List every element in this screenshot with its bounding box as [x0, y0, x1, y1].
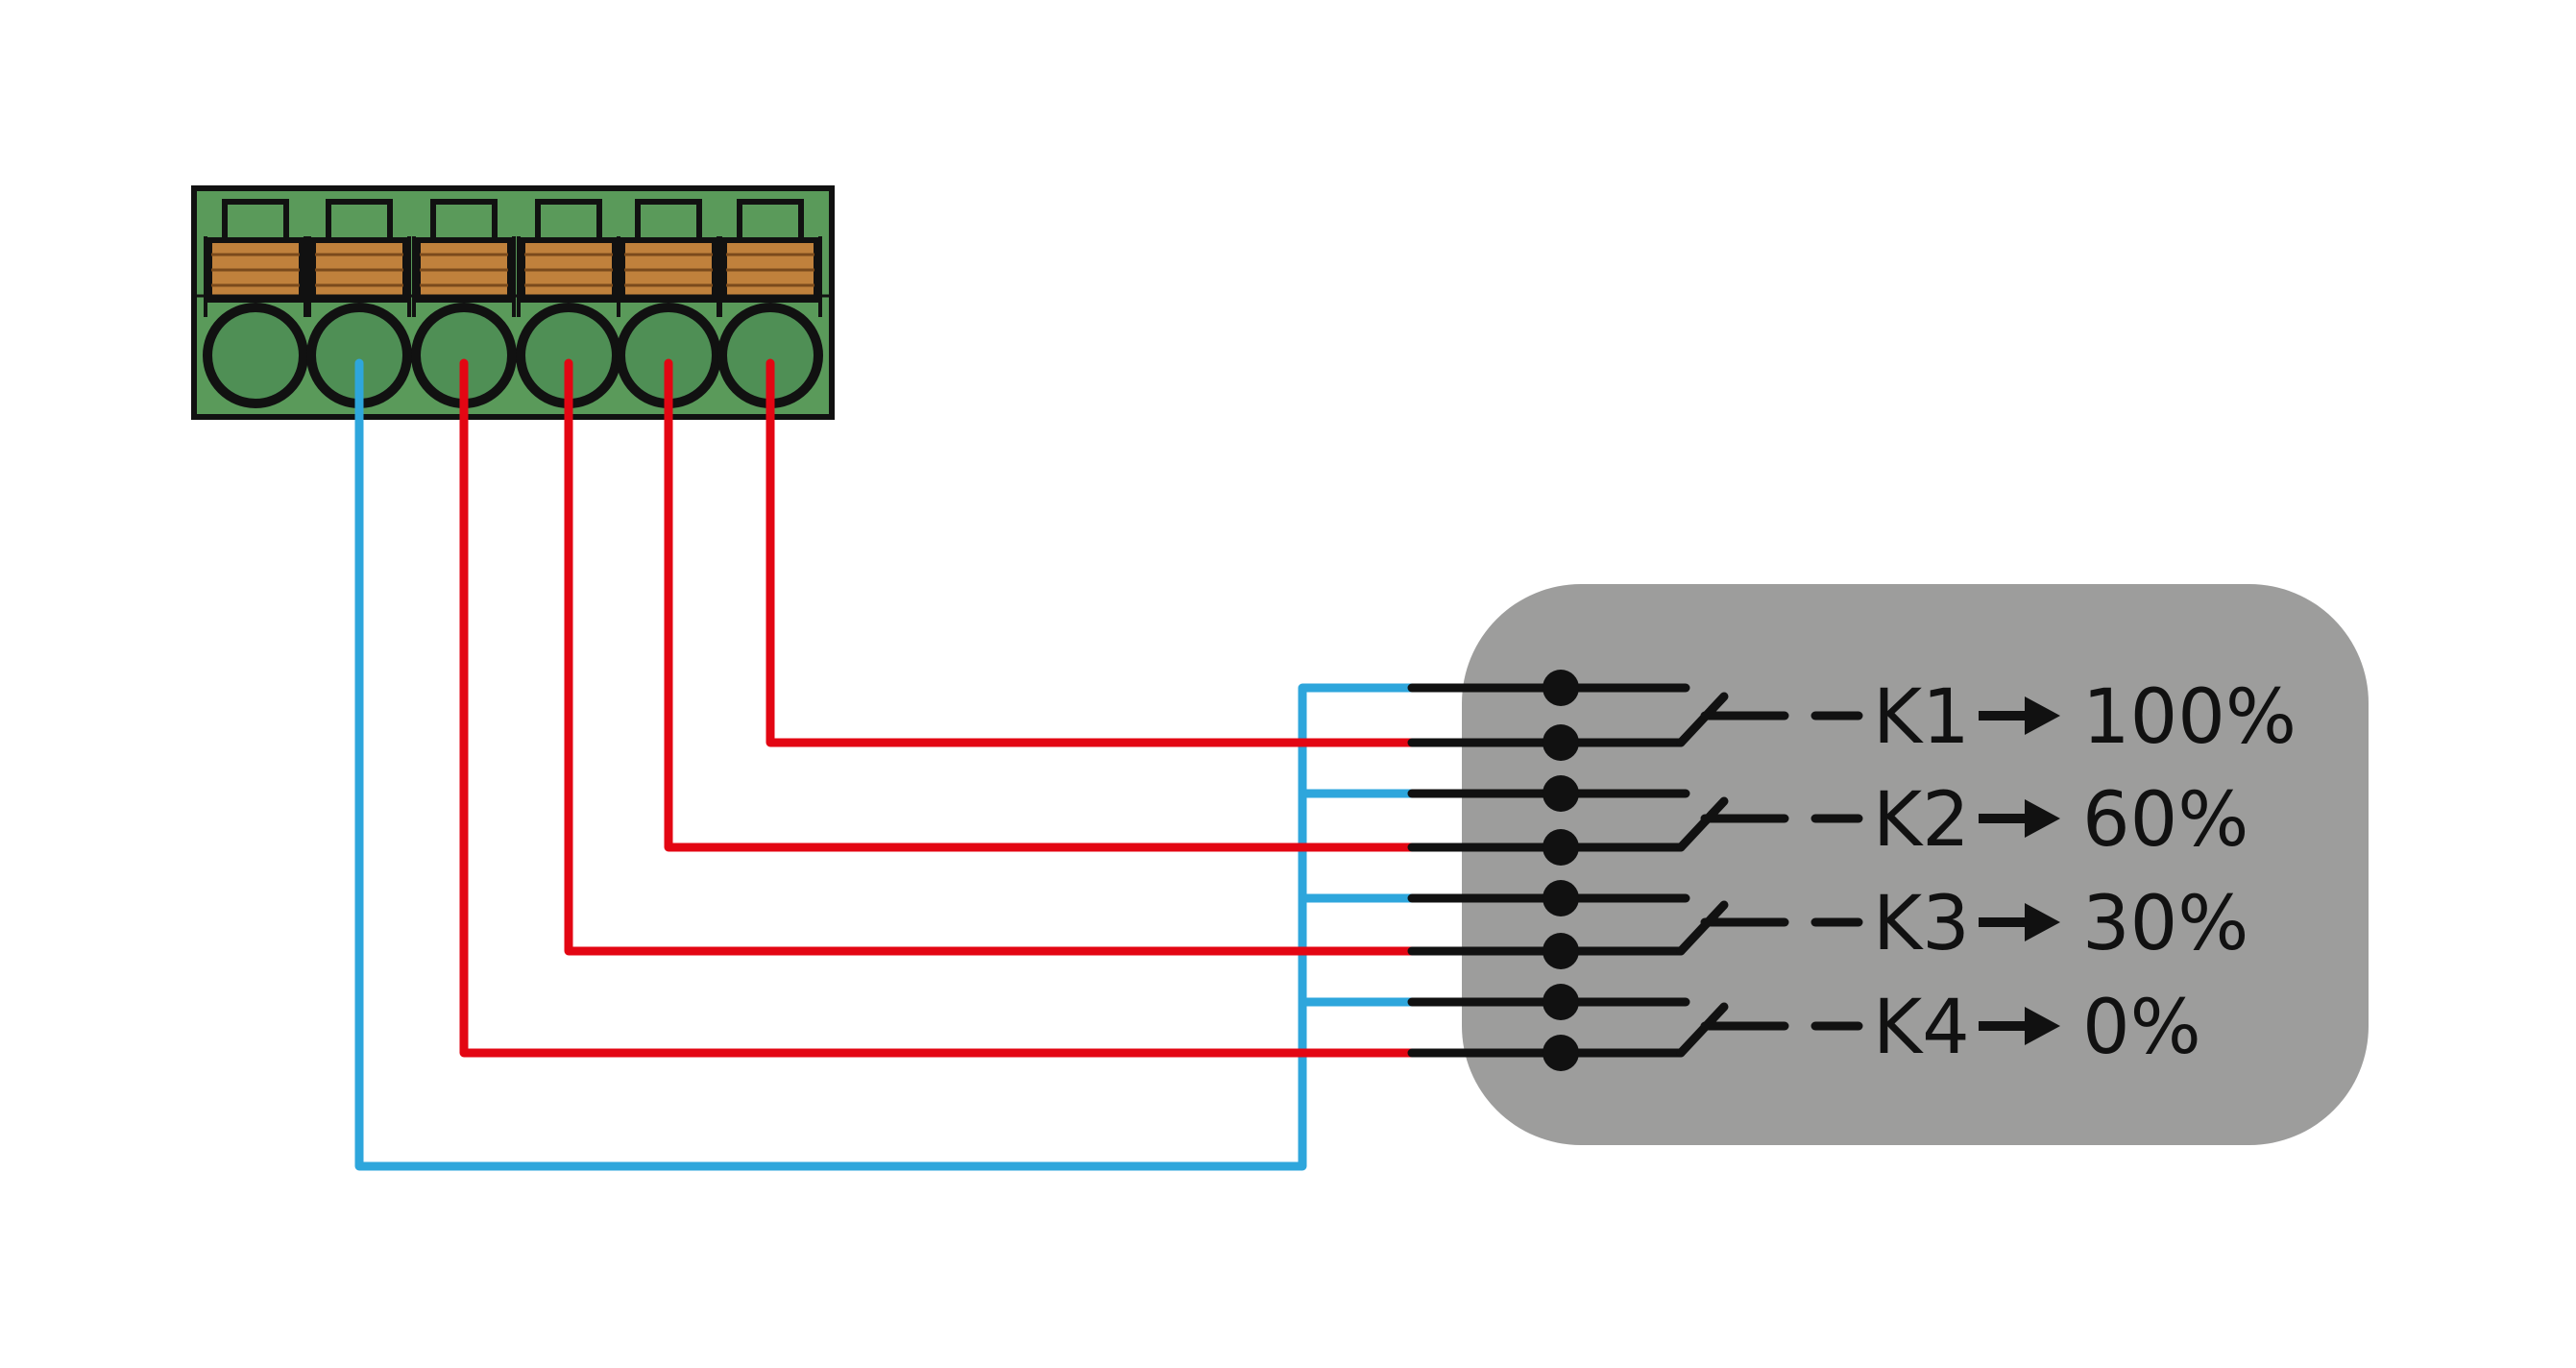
relay-row-k2: K2 60% [1407, 775, 2248, 866]
relay-value-label: 30% [2082, 881, 2248, 967]
contact-dot [1543, 829, 1579, 866]
arrow-right-icon [2025, 696, 2060, 735]
relay-value-label: 0% [2082, 985, 2201, 1071]
relay-value-label: 60% [2082, 777, 2248, 864]
relay-name-label: K4 [1873, 985, 1970, 1071]
contact-dot [1543, 724, 1579, 761]
switch-blade [1676, 692, 1729, 747]
signal-wire-k1 [766, 358, 1417, 747]
signal-wire-k3 [564, 358, 1417, 956]
arrow-right-icon [2025, 799, 2060, 838]
contact-dot [1543, 670, 1579, 706]
signal-wire-k2 [664, 358, 1417, 852]
terminal-pin [306, 199, 412, 408]
terminal-pin [616, 199, 721, 408]
relay-name-label: K1 [1873, 674, 1970, 761]
terminal-pin [411, 199, 517, 408]
wires [354, 358, 1417, 1171]
relay-name-label: K2 [1873, 777, 1970, 864]
contact-dot [1543, 880, 1579, 916]
relay-row-k1: K1 100% [1407, 670, 2297, 761]
terminal-block [191, 185, 835, 420]
contact-dot [1543, 984, 1579, 1020]
relay-rows: K1 100% K2 60% K3 30% K4 0% [1407, 670, 2297, 1071]
signal-wire-k4 [459, 358, 1417, 1058]
switch-blade [1676, 900, 1729, 956]
contact-dot [1543, 775, 1579, 812]
switch-blade [1676, 796, 1729, 852]
relay-row-k4: K4 0% [1407, 984, 2201, 1071]
common-wire [354, 358, 1417, 1171]
switch-blade [1676, 1002, 1729, 1058]
terminal-pin [203, 199, 308, 408]
terminal-pin [717, 199, 823, 408]
relay-row-k3: K3 30% [1407, 880, 2248, 969]
arrow-right-icon [2025, 903, 2060, 941]
contact-dot [1543, 1035, 1579, 1071]
relay-value-label: 100% [2082, 674, 2297, 761]
arrow-right-icon [2025, 1007, 2060, 1045]
cable-entry-hole [203, 303, 308, 408]
relay-name-label: K3 [1873, 881, 1970, 967]
contact-dot [1543, 933, 1579, 969]
